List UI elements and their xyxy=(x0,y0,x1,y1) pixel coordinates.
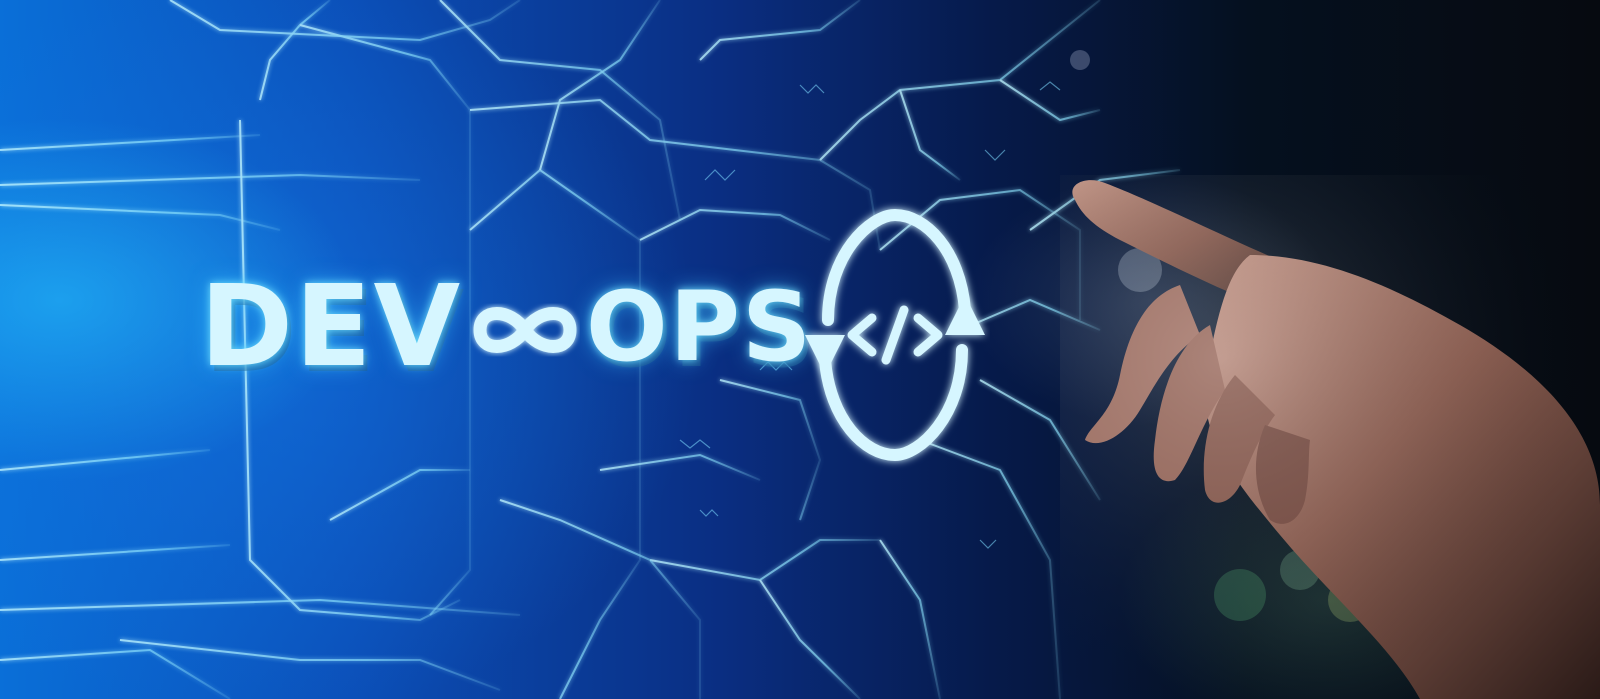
infinity-icon xyxy=(473,307,577,353)
logo-text-dev: DEV xyxy=(200,262,463,392)
code-cycle-icon xyxy=(805,208,985,462)
logo-text-ops: OPS xyxy=(586,271,814,383)
devops-logo: DEV OPS xyxy=(200,262,811,402)
pointing-hand xyxy=(1060,175,1600,699)
